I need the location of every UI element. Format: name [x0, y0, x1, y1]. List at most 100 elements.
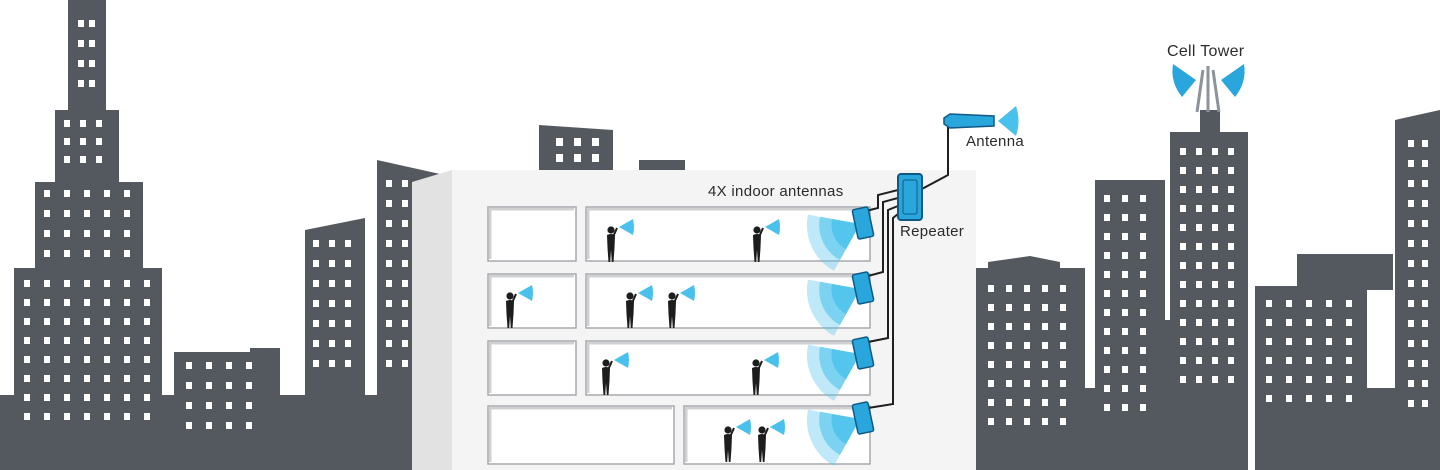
skyline-window	[186, 402, 192, 409]
skyline-window	[1422, 280, 1428, 287]
signal-wave-icon	[638, 285, 653, 301]
skyline-window	[64, 210, 70, 217]
skyline-window	[1408, 240, 1414, 247]
skyline-window	[144, 299, 150, 306]
skyline-window	[345, 280, 351, 287]
skyline-window	[206, 402, 212, 409]
skyline-window	[124, 413, 130, 420]
skyline-window	[1306, 376, 1312, 383]
skyline-window	[1228, 186, 1234, 193]
skyline-window	[1104, 233, 1110, 240]
skyline-window	[1422, 300, 1428, 307]
person-icon	[753, 219, 780, 262]
skyline-window	[1060, 399, 1066, 406]
skyline-window	[1122, 271, 1128, 278]
skyline-window	[402, 180, 408, 187]
skyline-window	[1286, 300, 1292, 307]
signal-wave-icon	[770, 419, 785, 435]
skyline-window	[1042, 418, 1048, 425]
skyline-window	[329, 320, 335, 327]
skyline-window	[1212, 167, 1218, 174]
person-icon	[758, 419, 785, 462]
skyline-window	[89, 40, 95, 47]
skyline-window	[1422, 360, 1428, 367]
skyline-window	[186, 422, 192, 429]
skyline-window	[1104, 271, 1110, 278]
people	[506, 219, 785, 462]
skyline-window	[1024, 304, 1030, 311]
skyline-window	[186, 382, 192, 389]
skyline-window	[1286, 395, 1292, 402]
skyline-window	[1140, 252, 1146, 259]
skyline-window	[1196, 300, 1202, 307]
skyline-window	[1196, 243, 1202, 250]
skyline-window	[89, 80, 95, 87]
skyline-window	[246, 382, 252, 389]
skyline-window	[64, 230, 70, 237]
skyline-window	[1122, 347, 1128, 354]
skyline-window	[24, 413, 30, 420]
skyline-window	[386, 360, 392, 367]
skyline-window	[89, 20, 95, 27]
skyline-window	[84, 318, 90, 325]
skyline-window	[1326, 395, 1332, 402]
skyline-window	[124, 375, 130, 382]
skyline-window	[1024, 361, 1030, 368]
skyline-window	[1180, 376, 1186, 383]
skyline-window	[96, 156, 102, 163]
skyline-window	[1006, 380, 1012, 387]
skyline-window	[124, 299, 130, 306]
skyline-window	[64, 394, 70, 401]
skyline-window	[1212, 281, 1218, 288]
skyline-window	[1042, 380, 1048, 387]
skyline-window	[84, 394, 90, 401]
skyline-window	[1266, 376, 1272, 383]
skyline-window	[64, 299, 70, 306]
skyline-window	[84, 280, 90, 287]
skyline-window	[1196, 205, 1202, 212]
skyline-window	[44, 337, 50, 344]
skyline-window	[104, 250, 110, 257]
skyline-window	[1180, 186, 1186, 193]
skyline-window	[1408, 180, 1414, 187]
skyline-window	[988, 342, 994, 349]
cell-tower-icon	[1172, 64, 1245, 113]
signal-wave-icon	[831, 218, 860, 250]
skyline-window	[1422, 140, 1428, 147]
skyline-window	[1104, 214, 1110, 221]
skyline-window	[124, 356, 130, 363]
room	[487, 405, 675, 465]
skyline-window	[24, 299, 30, 306]
skyline-window	[84, 356, 90, 363]
skyline-window	[386, 260, 392, 267]
skyline-window	[104, 230, 110, 237]
skyline-window	[1180, 167, 1186, 174]
skyline-window	[329, 240, 335, 247]
skyline-window	[246, 422, 252, 429]
skyline-window	[89, 60, 95, 67]
skyline-window	[1346, 357, 1352, 364]
skyline-window	[206, 362, 212, 369]
skyline-window	[84, 230, 90, 237]
skyline-window	[988, 380, 994, 387]
skyline-window	[1024, 285, 1030, 292]
skyline-window	[1042, 323, 1048, 330]
skyline-window	[1408, 360, 1414, 367]
signal-wave-icon	[764, 352, 779, 368]
skyline-window	[1042, 304, 1048, 311]
skyline-window	[104, 190, 110, 197]
skyline-window	[1024, 323, 1030, 330]
skyline-window	[24, 337, 30, 344]
skyline-window	[1286, 338, 1292, 345]
skyline-window	[1180, 338, 1186, 345]
skyline-window	[1006, 323, 1012, 330]
skyline-window	[402, 280, 408, 287]
skyline-window	[1408, 220, 1414, 227]
person-icon	[607, 219, 634, 262]
skyline-window	[44, 299, 50, 306]
skyline-window	[1060, 285, 1066, 292]
skyline-window	[1228, 319, 1234, 326]
skyline-window	[1180, 300, 1186, 307]
skyline-window	[44, 280, 50, 287]
skyline-window	[1042, 361, 1048, 368]
